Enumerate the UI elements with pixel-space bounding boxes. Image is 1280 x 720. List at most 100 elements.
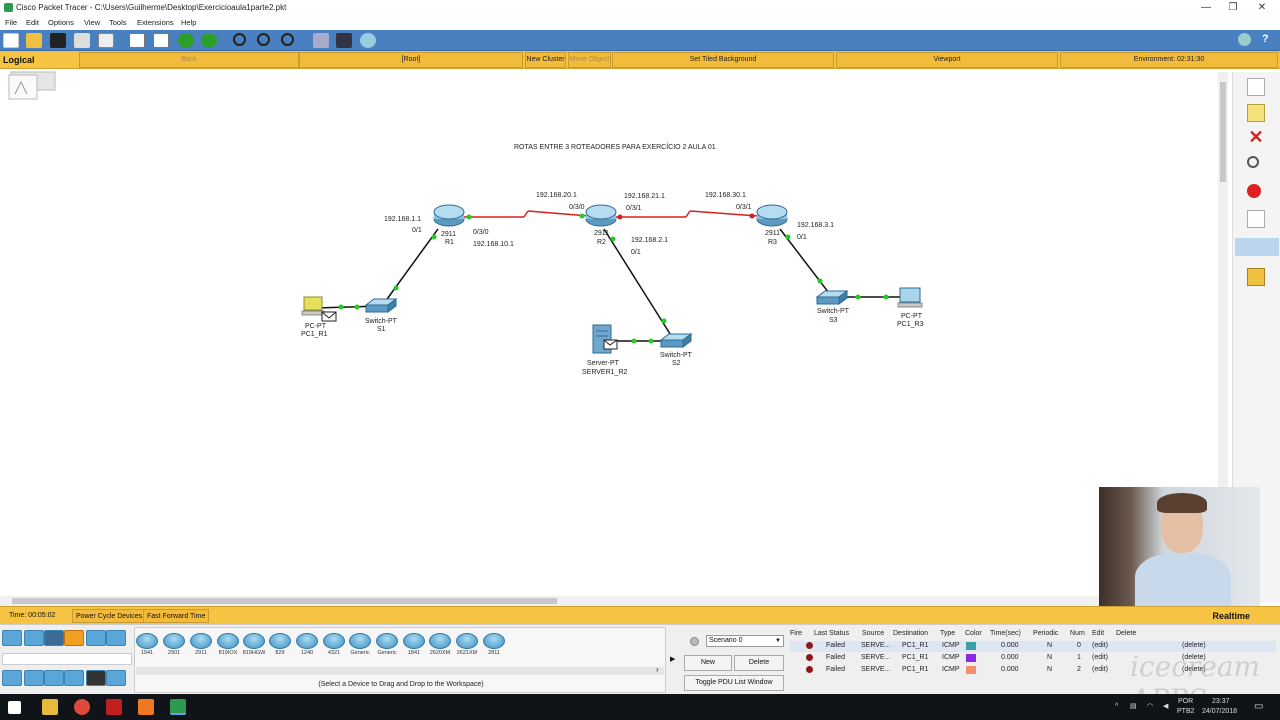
device-router-generic-2[interactable]: Generic [375,633,399,659]
network-info-icon[interactable] [1238,33,1251,46]
scenario-info-icon[interactable] [690,637,699,646]
menu-edit[interactable]: Edit [26,18,39,27]
viewport-button[interactable]: Viewport [836,52,1058,68]
pdu-row-edit-link[interactable]: (edit) [1092,666,1108,673]
delete-scenario-button[interactable]: Delete [734,655,784,671]
keyboard-layout[interactable]: PTB2 [1177,708,1195,715]
inspect-tool-icon[interactable] [1247,156,1259,168]
pdu-row-delete-link[interactable]: (delete) [1182,666,1206,673]
zoom-in-icon[interactable] [233,33,246,46]
category-network-devices-icon[interactable] [2,630,22,646]
tray-volume-icon[interactable]: ◀ [1163,703,1169,710]
link-r3-s3[interactable] [779,228,833,298]
device-router-2620xm[interactable]: 2620XM [428,633,452,659]
save-icon[interactable] [50,33,66,48]
device-router-1941[interactable]: 1941 [135,633,159,659]
device-router-2901[interactable]: 2901 [162,633,186,659]
menu-extensions[interactable]: Extensions [137,18,174,27]
resize-tool-icon[interactable] [1247,210,1265,228]
environment-button[interactable]: Environment: 02:31:30 [1060,52,1278,68]
file-explorer-icon[interactable] [42,699,58,715]
note-tool-icon[interactable] [1247,104,1265,122]
fire-pdu-icon[interactable] [806,654,813,661]
scenario-select[interactable]: Scenario 0 ▼ [706,635,784,647]
device-list-scrollbar[interactable] [136,667,664,675]
fire-pdu-icon[interactable] [806,666,813,673]
menu-file[interactable]: File [5,18,18,27]
new-scenario-button[interactable]: New [684,655,732,671]
new-cluster-button[interactable]: New Cluster [525,52,566,68]
router-r3[interactable]: 2911 R3 [756,204,788,246]
server-server1-r2[interactable]: Server-PT SERVER1_R2 [582,324,628,376]
delete-tool-icon[interactable]: ✕ [1248,127,1264,147]
device-router-2621xm[interactable]: 2621XM [455,633,479,659]
root-button[interactable]: [Root] [299,52,523,68]
add-complex-pdu-icon[interactable] [1247,268,1265,286]
router-r1[interactable]: 2911 R1 [433,204,465,246]
windows-start-icon[interactable] [8,701,21,714]
close-window-button[interactable]: ✕ [1257,2,1267,13]
zoom-reset-icon[interactable] [257,33,270,46]
open-folder-icon[interactable] [26,33,42,48]
menu-help[interactable]: Help [181,18,197,27]
subcategory-wireless-icon[interactable] [64,670,84,686]
tray-network-icon[interactable]: ▤ [1130,703,1137,710]
subcategory-switches-icon[interactable] [24,670,44,686]
undo-icon[interactable] [178,33,194,48]
zoom-out-icon[interactable] [281,33,294,46]
switch-s1[interactable]: Switch-PT S1 [364,298,398,333]
tray-chevron-up-icon[interactable]: ^ [1115,703,1119,710]
subcategory-wan-emu-icon[interactable] [106,670,126,686]
custom-devices-icon[interactable] [336,33,352,48]
category-connections-icon[interactable] [64,630,84,646]
router-r2[interactable]: 2911 R2 [585,204,617,246]
device-router-2911[interactable]: 2911 [189,633,213,659]
fast-forward-time-button[interactable]: Fast Forward Time [143,609,210,623]
redo-icon[interactable] [201,33,217,48]
fire-pdu-icon[interactable] [806,642,813,649]
subcategory-security-icon[interactable] [86,670,106,686]
move-object-button[interactable]: Move Object [568,52,611,68]
packet-tracer-taskbar-icon[interactable] [170,699,186,715]
category-end-devices-icon[interactable] [24,630,44,646]
pdu-row-edit-link[interactable]: (edit) [1092,654,1108,661]
topology-canvas[interactable]: ROTAS ENTRE 3 ROTEADORES PARA EXERCÍCIO … [0,69,1230,599]
device-router-2811[interactable]: 2811 [482,633,506,659]
pc-pc1-r3[interactable]: PC-PT PC1_R3 [897,287,924,328]
acrobat-icon[interactable] [106,699,122,715]
print-icon[interactable] [74,33,90,48]
paste-icon[interactable] [153,33,169,48]
scroll-right-arrow-icon[interactable]: › [656,665,659,674]
notifications-icon[interactable]: ▭ [1254,701,1264,712]
pc-pc1-r1[interactable]: PC-PT PC1_R1 [301,296,337,338]
cluster-icon[interactable] [360,33,376,48]
realtime-mode-tab[interactable]: Realtime [1212,611,1250,621]
tray-wifi-icon[interactable]: ◠ [1147,703,1154,710]
input-language[interactable]: POR [1178,698,1194,705]
drawing-palette-icon[interactable] [313,33,329,48]
category-multiuser-icon[interactable] [106,630,126,646]
vertical-scroll-thumb[interactable] [1220,82,1226,182]
pdu-row-delete-link[interactable]: (delete) [1182,642,1206,649]
category-misc-icon[interactable] [86,630,106,646]
horizontal-scrollbar[interactable] [0,596,1218,606]
subcategory-routers-icon[interactable] [2,670,22,686]
logical-mode-label[interactable]: Logical [3,55,35,65]
device-router-1841[interactable]: 1841 [402,633,426,659]
chrome-icon[interactable] [74,699,90,715]
device-router-819hgw[interactable]: 819HGW [242,633,266,659]
device-router-819iox[interactable]: 819IOX [216,633,240,659]
new-file-icon[interactable] [3,33,19,48]
root-cluster-icon[interactable] [8,71,56,100]
toggle-pdu-list-button[interactable]: Toggle PDU List Window [684,675,784,691]
icecream-recorder-icon[interactable] [138,699,154,715]
back-button[interactable]: Back [79,52,299,68]
menu-tools[interactable]: Tools [109,18,127,27]
add-simple-pdu-icon[interactable] [1235,238,1279,256]
category-components-icon[interactable] [44,630,64,646]
menu-options[interactable]: Options [48,18,74,27]
device-router-generic-1[interactable]: Generic [348,633,372,659]
vertical-scrollbar[interactable] [1218,72,1228,597]
pdu-row-edit-link[interactable]: (edit) [1092,642,1108,649]
copy-icon[interactable] [129,33,145,48]
